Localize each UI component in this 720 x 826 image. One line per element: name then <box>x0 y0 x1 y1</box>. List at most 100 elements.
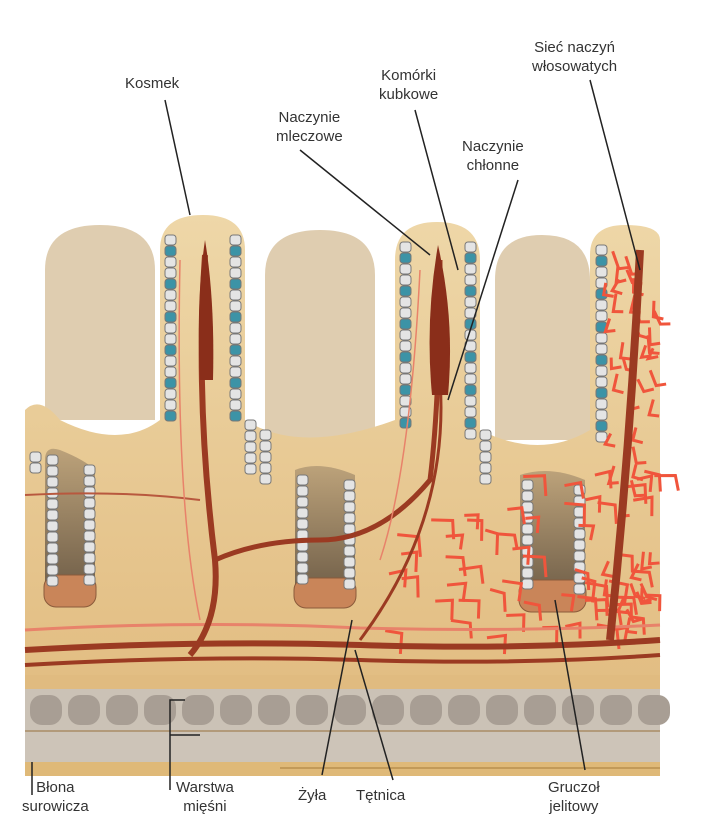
label-line: mleczowe <box>276 127 343 146</box>
goblet-cell <box>465 418 476 428</box>
epithelial-cell <box>596 432 607 442</box>
goblet-cell <box>400 385 411 395</box>
muscle-cell <box>220 695 252 725</box>
label-line: Gruczoł <box>548 778 600 797</box>
label-kosmek: Kosmek <box>125 74 179 93</box>
label-zyla: Żyła <box>298 786 326 805</box>
epithelial-cell <box>344 568 355 578</box>
epithelial-cell <box>84 553 95 563</box>
epithelial-cell <box>465 297 476 307</box>
label-line: surowicza <box>22 797 89 816</box>
epithelial-cell <box>596 399 607 409</box>
goblet-cell <box>230 312 241 322</box>
epithelial-cell <box>245 464 256 474</box>
epithelial-cell <box>480 430 491 440</box>
epithelial-cell <box>230 356 241 366</box>
goblet-cell <box>165 246 176 256</box>
epithelial-cell <box>84 487 95 497</box>
epithelial-cell <box>480 452 491 462</box>
epithelial-cell <box>84 465 95 475</box>
epithelial-cell <box>596 366 607 376</box>
goblet-cell <box>596 388 607 398</box>
muscle-cell <box>258 695 290 725</box>
muscle-cell <box>524 695 556 725</box>
epithelial-cell <box>165 400 176 410</box>
goblet-cell <box>596 256 607 266</box>
goblet-cell <box>165 345 176 355</box>
epithelial-cell <box>297 475 308 485</box>
label-naczynie-chlonne: Naczyniechłonne <box>462 137 524 175</box>
muscle-cell <box>30 695 62 725</box>
epithelial-cell <box>480 474 491 484</box>
epithelial-cell <box>230 367 241 377</box>
muscle-cell <box>448 695 480 725</box>
epithelial-cell <box>465 242 476 252</box>
epithelial-cell <box>344 557 355 567</box>
epithelial-cell <box>47 466 58 476</box>
label-line: mięśni <box>176 797 234 816</box>
epithelial-cell <box>465 429 476 439</box>
epithelial-cell <box>522 579 533 589</box>
label-tetnica: Tętnica <box>356 786 405 805</box>
label-line: jelitowy <box>548 797 600 816</box>
epithelial-cell <box>84 531 95 541</box>
epithelial-cell <box>400 275 411 285</box>
submucosa-band <box>25 675 660 689</box>
muscle-cell <box>334 695 366 725</box>
epithelial-cell <box>230 334 241 344</box>
label-blona-surowicza: Błonasurowicza <box>22 778 89 816</box>
epithelial-cell <box>344 502 355 512</box>
goblet-cell <box>465 352 476 362</box>
epithelial-cell <box>47 565 58 575</box>
muscle-cell <box>562 695 594 725</box>
epithelial-cell <box>84 509 95 519</box>
epithelial-cell <box>465 363 476 373</box>
epithelial-cell <box>47 510 58 520</box>
epithelial-cell <box>47 532 58 542</box>
epithelial-cell <box>165 389 176 399</box>
muscle-cell <box>182 695 214 725</box>
epithelial-cell <box>30 452 41 462</box>
epithelial-cell <box>522 524 533 534</box>
epithelial-cell <box>465 275 476 285</box>
epithelial-cell <box>596 311 607 321</box>
epithelial-cell <box>344 491 355 501</box>
epithelial-cell <box>344 524 355 534</box>
epithelial-cell <box>165 301 176 311</box>
epithelial-cell <box>245 431 256 441</box>
goblet-cell <box>465 385 476 395</box>
epithelial-cell <box>230 389 241 399</box>
epithelial-cell <box>297 486 308 496</box>
muscle-cell <box>372 695 404 725</box>
epithelial-cell <box>596 333 607 343</box>
epithelial-cell <box>260 463 271 473</box>
goblet-cell <box>230 246 241 256</box>
epithelial-cell <box>297 574 308 584</box>
epithelial-cell <box>260 452 271 462</box>
epithelial-cell <box>84 498 95 508</box>
epithelial-cell <box>574 529 585 539</box>
epithelial-cell <box>245 442 256 452</box>
epithelial-cell <box>84 476 95 486</box>
epithelial-cell <box>84 520 95 530</box>
epithelial-cell <box>230 400 241 410</box>
epithelial-cell <box>596 377 607 387</box>
label-line: kubkowe <box>379 85 438 104</box>
goblet-cell <box>400 286 411 296</box>
epithelial-cell <box>47 576 58 586</box>
goblet-cell <box>465 253 476 263</box>
epithelial-cell <box>230 268 241 278</box>
epithelial-cell <box>400 264 411 274</box>
epithelial-cell <box>522 480 533 490</box>
epithelial-cell <box>165 257 176 267</box>
epithelial-cell <box>344 480 355 490</box>
epithelial-cell <box>165 235 176 245</box>
epithelial-cell <box>465 374 476 384</box>
epithelial-cell <box>400 374 411 384</box>
epithelial-cell <box>230 290 241 300</box>
epithelial-cell <box>344 579 355 589</box>
goblet-cell <box>165 411 176 421</box>
epithelial-cell <box>30 463 41 473</box>
